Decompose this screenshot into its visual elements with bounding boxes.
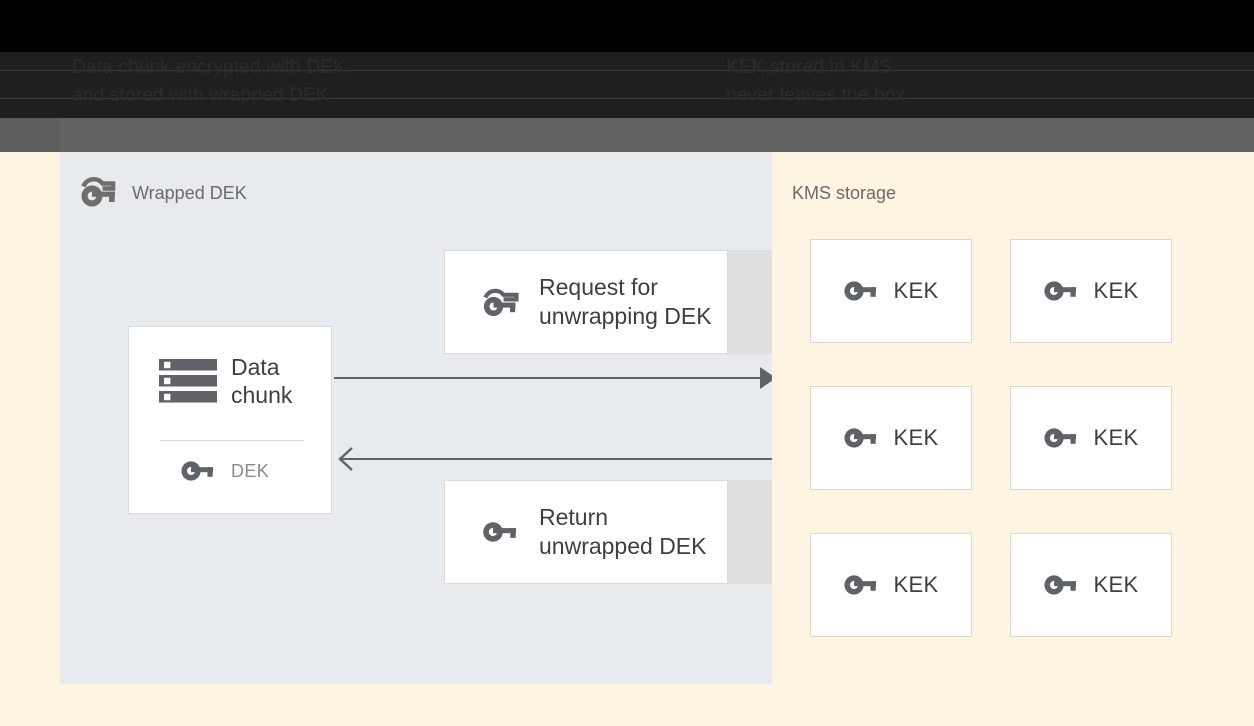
kek-card[interactable]: KEK xyxy=(1010,386,1172,490)
kek-card[interactable]: KEK xyxy=(810,239,972,343)
kms-panel-title: KMS storage xyxy=(792,183,897,203)
data-chunk-card[interactable]: Data chunk DEK xyxy=(128,326,332,514)
storage-icon xyxy=(159,358,217,404)
kek-card-label: KEK xyxy=(1093,425,1139,450)
banner-dark-strip xyxy=(0,52,1254,118)
banner-black-strip xyxy=(0,0,1254,52)
kek-card[interactable]: KEK xyxy=(1010,533,1172,637)
client-panel: Wrapped DEK Data chunk xyxy=(60,152,772,684)
return-card[interactable]: Return unwrapped DEK xyxy=(444,480,728,584)
request-arrow-head-icon xyxy=(760,367,772,389)
key-icon xyxy=(481,516,523,548)
kek-card-label: KEK xyxy=(893,572,939,597)
key-icon xyxy=(843,572,880,598)
client-panel-title: Wrapped DEK xyxy=(132,183,247,203)
key-icon xyxy=(843,278,880,304)
kek-card-label: KEK xyxy=(1093,572,1139,597)
banner-gray-bar-notch xyxy=(0,118,60,152)
key-icon xyxy=(181,458,217,484)
key-icon xyxy=(1043,425,1080,451)
key-icon xyxy=(1043,572,1080,598)
banner-divider-line-bottom xyxy=(0,98,1254,99)
diagram-stage: Wrapped DEK Data chunk xyxy=(0,152,1254,726)
return-card-label: Return unwrapped DEK xyxy=(539,504,707,559)
banner-gray-bar xyxy=(0,118,1254,152)
return-arrow-line xyxy=(342,458,772,460)
banner-caption-left: Data chunk encrypted with DEK and stored… xyxy=(72,57,347,106)
request-card-shadow xyxy=(728,250,772,354)
data-chunk-divider xyxy=(160,440,304,441)
key-icon xyxy=(843,425,880,451)
kek-card-label: KEK xyxy=(893,425,939,450)
banner-divider-line-top xyxy=(0,70,1254,71)
return-card-shadow xyxy=(728,480,772,584)
kek-card-label: KEK xyxy=(893,278,939,303)
kek-card[interactable]: KEK xyxy=(810,533,972,637)
kms-panel: KMS storage KEK KEK xyxy=(772,152,1254,684)
key-icon xyxy=(1043,278,1080,304)
kek-card-label: KEK xyxy=(1093,278,1139,303)
kek-card[interactable]: KEK xyxy=(810,386,972,490)
wrapped-key-icon xyxy=(481,286,523,318)
data-chunk-row: Data chunk xyxy=(159,353,292,409)
request-card[interactable]: Request for unwrapping DEK xyxy=(444,250,728,354)
request-card-label: Request for unwrapping DEK xyxy=(539,274,712,329)
banner-caption-right: KEK stored in KMS never leaves the box xyxy=(726,57,906,106)
kek-grid: KEK KEK KEK xyxy=(810,239,1210,637)
dek-label: DEK xyxy=(231,460,270,481)
dek-row: DEK xyxy=(181,458,269,484)
return-arrow-head-icon xyxy=(338,446,364,472)
request-arrow-line xyxy=(334,377,772,379)
wrapped-key-icon xyxy=(79,174,119,208)
kek-card[interactable]: KEK xyxy=(1010,239,1172,343)
data-chunk-label: Data chunk xyxy=(231,354,293,408)
